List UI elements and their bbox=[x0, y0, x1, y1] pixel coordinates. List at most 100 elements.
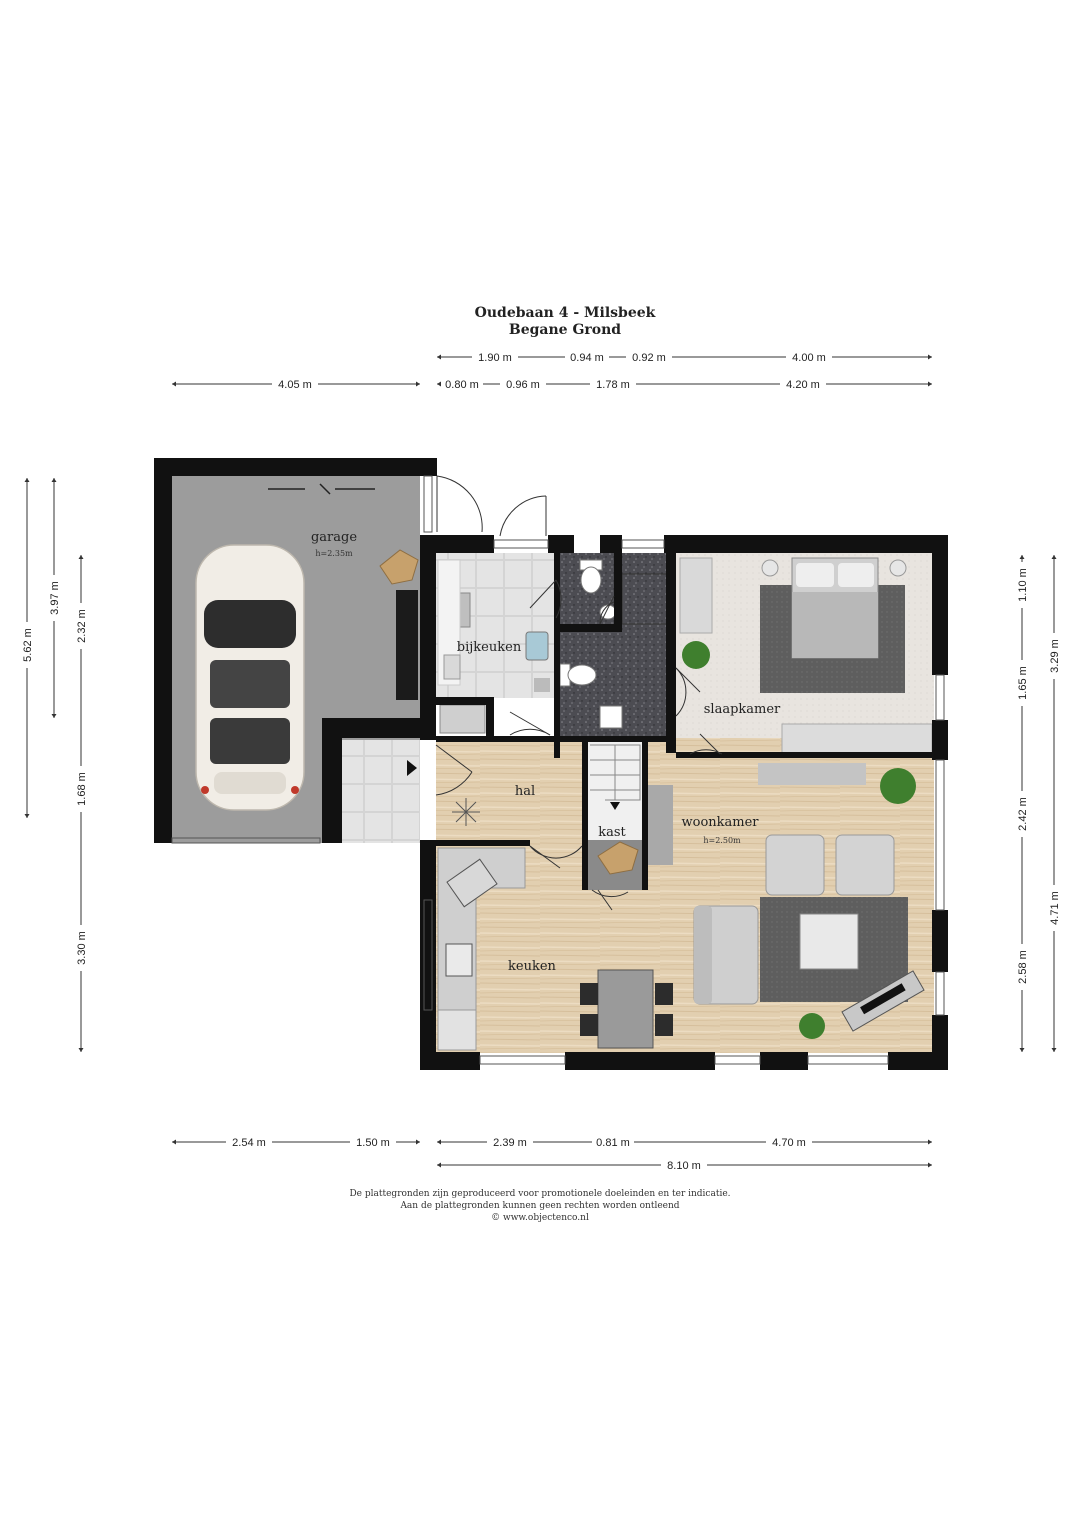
room-label-bijkeuken: bijkeuken bbox=[457, 640, 522, 655]
dim-top1-3: 0.92 m bbox=[632, 352, 666, 364]
dimension-tick bbox=[437, 1139, 441, 1145]
furniture bbox=[195, 483, 933, 1051]
dim-bottom1-1: 2.54 m bbox=[232, 1137, 266, 1149]
chair-icon bbox=[525, 631, 549, 661]
room-label-woonkamer: woonkamer bbox=[681, 815, 759, 830]
dim-bottom1-5: 4.70 m bbox=[772, 1137, 806, 1149]
dimension-tick bbox=[78, 555, 84, 559]
stairs-icon bbox=[590, 744, 641, 801]
dim-right-inner-2: 1.65 m bbox=[1017, 666, 1029, 700]
dim-bottom2-1: 8.10 m bbox=[667, 1160, 701, 1172]
bed-icon bbox=[791, 557, 879, 659]
sofa-icon bbox=[693, 905, 759, 1005]
dim-left-inner-1: 2.32 m bbox=[76, 609, 88, 643]
dimension-tick bbox=[928, 354, 932, 360]
dimension-tick bbox=[437, 1162, 441, 1168]
lamp-icon bbox=[889, 559, 907, 577]
counter bbox=[437, 559, 461, 686]
dim-top2-4: 1.78 m bbox=[596, 379, 630, 391]
dimension-tick bbox=[1019, 1048, 1025, 1052]
dimension-tick bbox=[928, 381, 932, 387]
armchair-icon bbox=[835, 834, 895, 896]
room-label-garage: garage bbox=[311, 530, 357, 545]
dimension-tick bbox=[928, 1162, 932, 1168]
dim-top1-4: 4.00 m bbox=[792, 352, 826, 364]
garage-workbench bbox=[396, 590, 418, 700]
dim-top2-2: 0.80 m bbox=[445, 379, 479, 391]
dimension-tick bbox=[51, 478, 57, 482]
fridge bbox=[437, 1009, 477, 1051]
dim-top1-2: 0.94 m bbox=[570, 352, 604, 364]
ceiling-light-icon bbox=[452, 798, 480, 826]
window-icon bbox=[171, 475, 945, 1065]
dimension-tick bbox=[24, 814, 30, 818]
dim-right-inner-3: 2.42 m bbox=[1017, 797, 1029, 831]
toilet-icon bbox=[579, 559, 603, 594]
wardrobe bbox=[679, 557, 713, 634]
sink-icon bbox=[443, 654, 461, 680]
arrow-down-icon bbox=[610, 802, 620, 810]
door-icon bbox=[675, 667, 701, 717]
dim-bottom1-3: 2.39 m bbox=[493, 1137, 527, 1149]
door-icon bbox=[591, 889, 629, 911]
coffee-table bbox=[799, 913, 859, 970]
copyright: © www.objectenco.nl bbox=[491, 1213, 589, 1223]
dimension-tick bbox=[78, 1048, 84, 1052]
room-label-keuken: keuken bbox=[508, 959, 557, 974]
stove-icon bbox=[446, 858, 498, 908]
dim-right-inner-4: 2.58 m bbox=[1017, 950, 1029, 984]
cabinet bbox=[439, 704, 486, 734]
door-icon bbox=[529, 845, 583, 869]
room-label-slaapkamer: slaapkamer bbox=[704, 702, 781, 717]
dim-top2-5: 4.20 m bbox=[786, 379, 820, 391]
bicycle-icon bbox=[268, 483, 375, 495]
toilet-icon bbox=[559, 663, 597, 687]
sideboard bbox=[758, 763, 866, 785]
dimension-tick bbox=[172, 1139, 176, 1145]
dim-bottom1-4: 0.81 m bbox=[596, 1137, 630, 1149]
stool-icon bbox=[534, 678, 550, 692]
dimension-tick bbox=[24, 478, 30, 482]
box-icon bbox=[379, 549, 419, 585]
lamp-icon bbox=[761, 559, 779, 577]
room-height-garage: h=2.35m bbox=[315, 549, 353, 558]
dimension-tick bbox=[437, 354, 441, 360]
dim-left-inner-3: 3.30 m bbox=[76, 931, 88, 965]
door-icon bbox=[436, 475, 483, 533]
dimension-lines: 1.90 m 0.94 m 0.92 m 4.00 m 4.05 m 0.80 … bbox=[20, 350, 1061, 1172]
dim-top1-1: 1.90 m bbox=[478, 352, 512, 364]
door-icon bbox=[529, 579, 562, 619]
bookcase bbox=[645, 785, 673, 865]
sink-icon bbox=[599, 705, 623, 729]
dim-right-outer-1: 3.29 m bbox=[1049, 639, 1061, 673]
sink-icon bbox=[445, 943, 473, 977]
tv-screen bbox=[860, 983, 906, 1015]
dim-top2-1: 4.05 m bbox=[278, 379, 312, 391]
dim-left-inner-2: 1.68 m bbox=[76, 772, 88, 806]
dimension-tick bbox=[1019, 555, 1025, 559]
room-label-kast: kast bbox=[598, 825, 626, 840]
door-icon bbox=[435, 744, 473, 796]
dimension-tick bbox=[1051, 555, 1057, 559]
dim-left-outer: 5.62 m bbox=[22, 628, 34, 662]
dimension-tick bbox=[416, 381, 420, 387]
arrow-icon bbox=[407, 760, 417, 776]
dimension-tick bbox=[172, 381, 176, 387]
floor-name: Begane Grond bbox=[509, 322, 621, 338]
box-icon bbox=[597, 841, 639, 875]
car-icon bbox=[195, 544, 305, 811]
dimension-tick bbox=[928, 1139, 932, 1145]
disclaimer-line-2: Aan de plattegronden kunnen geen rechten… bbox=[399, 1201, 679, 1211]
dim-bottom1-2: 1.50 m bbox=[356, 1137, 390, 1149]
dim-right-inner-1: 1.10 m bbox=[1017, 568, 1029, 602]
shower-floor bbox=[621, 573, 668, 625]
doors-windows bbox=[171, 475, 945, 1065]
door-icon bbox=[509, 711, 551, 736]
room-height-woonkamer: h=2.50m bbox=[703, 836, 741, 845]
door-icon bbox=[599, 595, 615, 625]
dim-top2-3: 0.96 m bbox=[506, 379, 540, 391]
dim-left-mid: 3.97 m bbox=[49, 581, 61, 615]
dresser bbox=[781, 723, 933, 755]
armchair-icon bbox=[765, 834, 825, 896]
dimension-tick bbox=[1051, 1048, 1057, 1052]
